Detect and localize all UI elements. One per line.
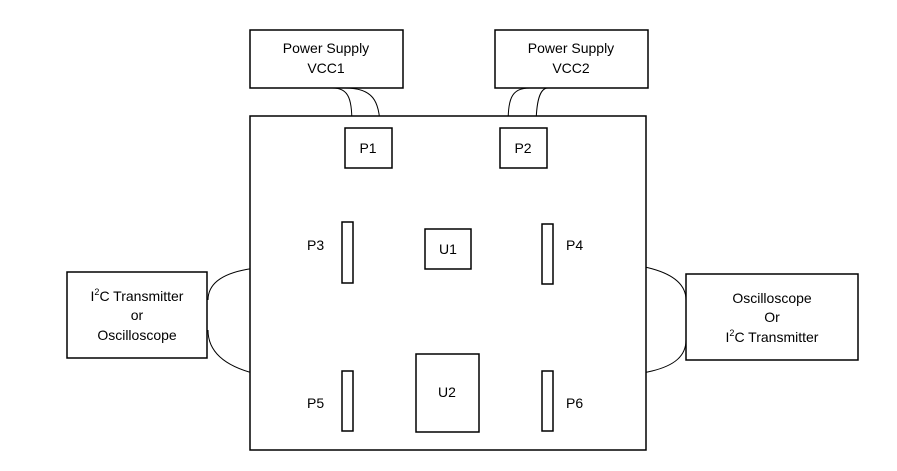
port-p3-label: P3	[307, 237, 324, 253]
chip-u2-label: U2	[438, 384, 456, 400]
port-p6-header	[541, 370, 554, 432]
power-supply-vcc1-label: Power Supply	[283, 40, 369, 56]
port-p1-label: P1	[359, 140, 376, 156]
port-p5-header	[341, 370, 354, 432]
port-p2-label: P2	[514, 140, 531, 156]
right-device-box	[685, 273, 859, 361]
right-device-line3: I2C Transmitter	[726, 328, 819, 345]
right-device-line2: Or	[764, 309, 780, 325]
port-p1-box	[344, 127, 393, 169]
chip-u1-label: U1	[439, 241, 457, 257]
right-device: Oscilloscope Or I2C Transmitter	[685, 273, 859, 361]
left-device: I2C Transmitter or Oscilloscope	[66, 271, 208, 359]
port-p4-header	[541, 223, 554, 285]
port-p4-label: P4	[566, 237, 583, 253]
chip-u1-box	[424, 228, 472, 270]
power-supply-vcc1: Power Supply VCC1	[249, 29, 404, 89]
left-device-i: I	[91, 288, 95, 304]
right-device-i: I	[726, 329, 730, 345]
right-device-superscript: 2	[729, 328, 734, 338]
left-device-line2: or	[131, 307, 144, 323]
port-p2-box	[499, 127, 548, 169]
power-supply-vcc2: Power Supply VCC2	[494, 29, 649, 89]
left-device-box	[66, 271, 208, 359]
power-supply-vcc2-label: Power Supply	[528, 40, 614, 56]
power-supply-vcc1-name: VCC1	[307, 60, 345, 76]
right-device-protocol: C Transmitter	[734, 329, 818, 345]
port-p5-label: P5	[307, 395, 324, 411]
port-p6-label: P6	[566, 395, 583, 411]
power-supply-vcc2-box	[494, 29, 649, 89]
left-device-superscript: 2	[94, 287, 99, 297]
left-device-protocol: C Transmitter	[99, 288, 183, 304]
left-device-line3: Oscilloscope	[97, 327, 177, 343]
power-supply-vcc2-name: VCC2	[552, 60, 590, 76]
power-supply-vcc1-box	[249, 29, 404, 89]
port-p3-header	[341, 221, 354, 284]
right-device-line1: Oscilloscope	[732, 290, 812, 306]
chip-u2-box	[415, 353, 480, 433]
left-device-line1: I2C Transmitter	[91, 287, 184, 304]
